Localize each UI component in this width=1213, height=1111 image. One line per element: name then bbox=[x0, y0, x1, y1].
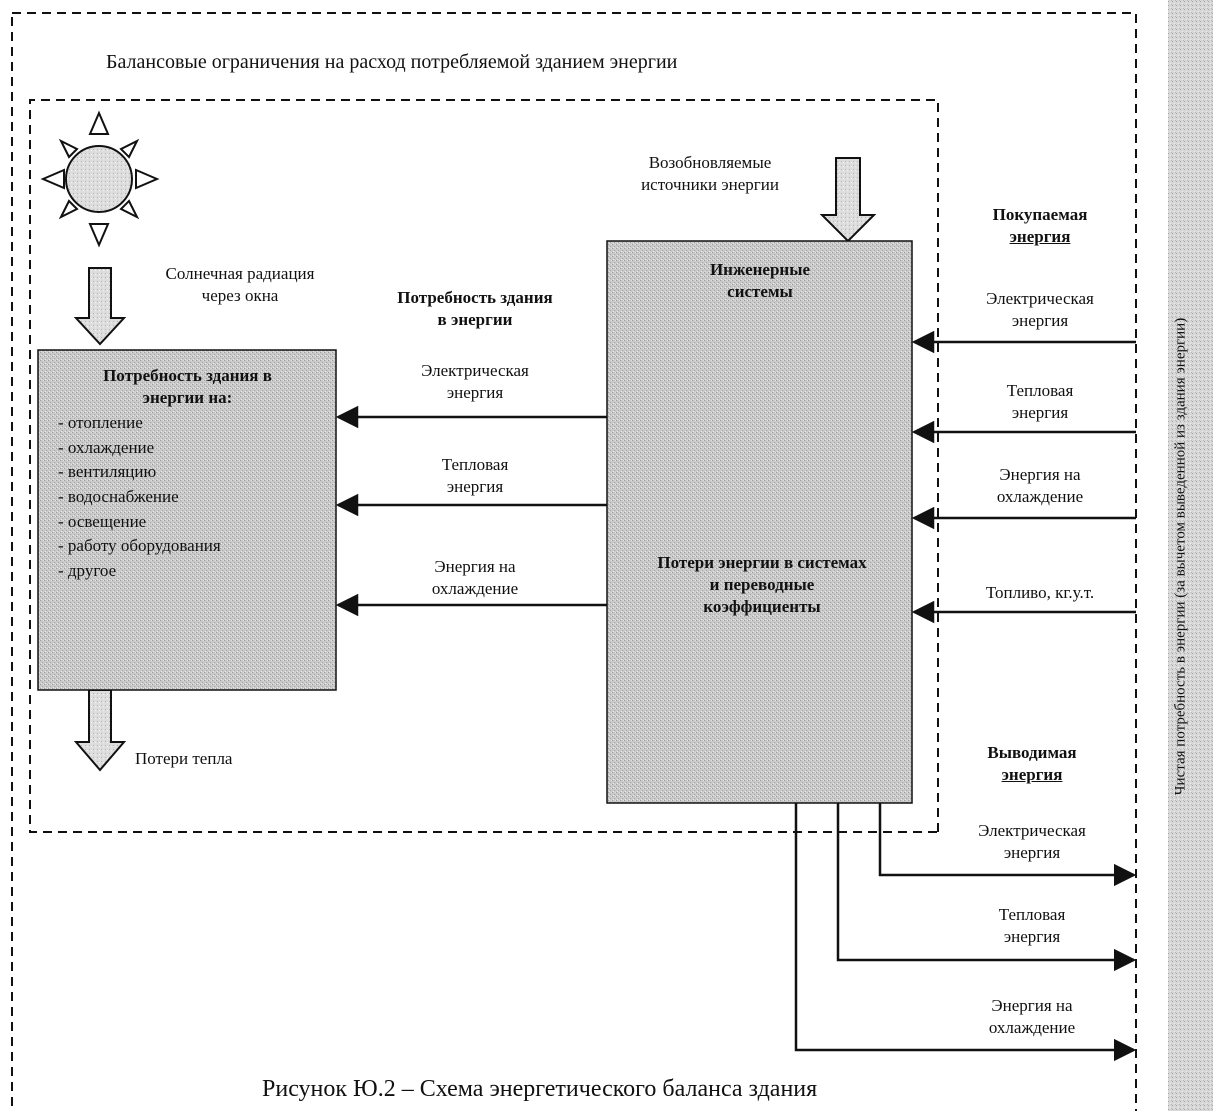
exported-flow-label-3: Энергия на охлаждение bbox=[942, 995, 1122, 1039]
left-flow-1-line1: Электрическая bbox=[421, 361, 529, 380]
building-demand-title-line1: Потребность здания в bbox=[103, 366, 272, 385]
list-item: - водоснабжение bbox=[58, 486, 179, 506]
exported-flow-3-line2: охлаждение bbox=[988, 1017, 1076, 1037]
list-item: - другое bbox=[58, 560, 117, 580]
left-flow-label-1: Электрическая энергия bbox=[375, 360, 575, 404]
heat-loss-arrow bbox=[73, 689, 127, 772]
systems-losses: Потери энергии в системах и переводные к… bbox=[612, 552, 912, 617]
left-flow-1-line2: энергия bbox=[446, 382, 504, 402]
middle-header: Потребность здания в энергии bbox=[365, 287, 585, 331]
purchased-flow-1-line2: энергия bbox=[1011, 310, 1069, 330]
side-band bbox=[1168, 0, 1213, 1111]
outer-title: Балансовые ограничения на расход потребл… bbox=[106, 51, 678, 73]
exported-flow-line-2 bbox=[836, 803, 1137, 972]
building-demand-list: - отопление - охлаждение - вентиляцию - … bbox=[58, 411, 221, 583]
purchased-flow-3-line2: охлаждение bbox=[996, 486, 1084, 506]
solar-label-line1: Солнечная радиация bbox=[165, 264, 315, 283]
exported-header-line1: Выводимая bbox=[987, 743, 1077, 762]
renewable-label-line1: Возобновляемые bbox=[648, 153, 772, 172]
purchased-flow-4-line1: Топливо, кг.у.т. bbox=[985, 583, 1095, 602]
building-demand-title: Потребность здания в энергии на: bbox=[40, 365, 335, 409]
purchased-flow-3-line1: Энергия на bbox=[999, 465, 1081, 484]
exported-flow-1-line1: Электрическая bbox=[978, 821, 1086, 840]
list-item: - работу оборудования bbox=[58, 536, 221, 556]
middle-header-line2: в энергии bbox=[437, 309, 513, 329]
exported-flow-3-line1: Энергия на bbox=[991, 996, 1073, 1015]
renewable-label-line2: источники энергии bbox=[641, 174, 779, 194]
exported-flow-label-2: Тепловая энергия bbox=[942, 904, 1122, 948]
purchased-header-line2: энергия bbox=[1009, 226, 1071, 246]
engineering-systems-box bbox=[606, 240, 913, 804]
renewable-label: Возобновляемые источники энергии bbox=[610, 152, 810, 196]
purchased-flow-2-line2: энергия bbox=[1011, 402, 1069, 422]
left-flow-3-line1: Энергия на bbox=[434, 557, 516, 576]
left-flow-label-3: Энергия на охлаждение bbox=[375, 556, 575, 600]
exported-header: Выводимая энергия bbox=[942, 742, 1122, 786]
building-demand-title-line2: энергии на: bbox=[142, 387, 233, 407]
side-label: Чистая потребность в энергии (за вычетом… bbox=[1172, 317, 1189, 796]
outer-boundary bbox=[11, 12, 1137, 1111]
solar-label-line2: через окна bbox=[201, 285, 279, 305]
list-item: - отопление bbox=[58, 413, 143, 432]
renewable-arrow bbox=[819, 157, 877, 243]
systems-losses-line1: Потери энергии в системах bbox=[657, 553, 867, 572]
left-flow-3-line2: охлаждение bbox=[431, 578, 519, 598]
inner-boundary bbox=[29, 99, 939, 833]
building-demand-box bbox=[37, 349, 337, 691]
solar-label: Солнечная радиация через окна bbox=[130, 263, 350, 307]
heat-loss-label: Потери тепла bbox=[135, 749, 233, 768]
exported-header-line2: энергия bbox=[1001, 764, 1063, 784]
purchased-header-line1: Покупаемая bbox=[992, 205, 1088, 224]
solar-arrow bbox=[73, 267, 127, 346]
list-item: - вентиляцию bbox=[58, 462, 157, 482]
exported-flow-line-3 bbox=[794, 803, 1137, 1062]
systems-title-line1: Инженерные bbox=[709, 260, 811, 279]
purchased-flow-label-3: Энергия на охлаждение bbox=[950, 464, 1130, 508]
exported-flow-2-line1: Тепловая bbox=[998, 905, 1066, 924]
purchased-flow-label-2: Тепловая энергия bbox=[950, 380, 1130, 424]
middle-header-line1: Потребность здания bbox=[397, 288, 553, 307]
exported-flow-line-1 bbox=[878, 803, 1137, 887]
purchased-flow-label-1: Электрическая энергия bbox=[950, 288, 1130, 332]
exported-flow-2-line2: энергия bbox=[1003, 926, 1061, 946]
systems-losses-line3: коэффициенты bbox=[703, 596, 821, 616]
systems-title: Инженерные системы bbox=[640, 259, 880, 303]
purchased-flow-2-line1: Тепловая bbox=[1006, 381, 1074, 400]
exported-flow-1-line2: энергия bbox=[1003, 842, 1061, 862]
systems-title-line2: системы bbox=[727, 281, 793, 301]
sun-icon bbox=[40, 110, 160, 248]
purchased-header: Покупаемая энергия bbox=[950, 204, 1130, 248]
left-flow-2-line2: энергия bbox=[446, 476, 504, 496]
systems-losses-line2: и переводные bbox=[709, 574, 815, 594]
left-flow-2-line1: Тепловая bbox=[441, 455, 509, 474]
left-flow-label-2: Тепловая энергия bbox=[375, 454, 575, 498]
purchased-flow-label-4: Топливо, кг.у.т. bbox=[950, 582, 1130, 604]
purchased-flow-1-line1: Электрическая bbox=[986, 289, 1094, 308]
list-item: - освещение bbox=[58, 511, 147, 531]
exported-flow-label-1: Электрическая энергия bbox=[942, 820, 1122, 864]
list-item: - охлаждение bbox=[58, 437, 155, 457]
figure-caption: Рисунок Ю.2 – Схема энергетического бала… bbox=[262, 1076, 818, 1102]
